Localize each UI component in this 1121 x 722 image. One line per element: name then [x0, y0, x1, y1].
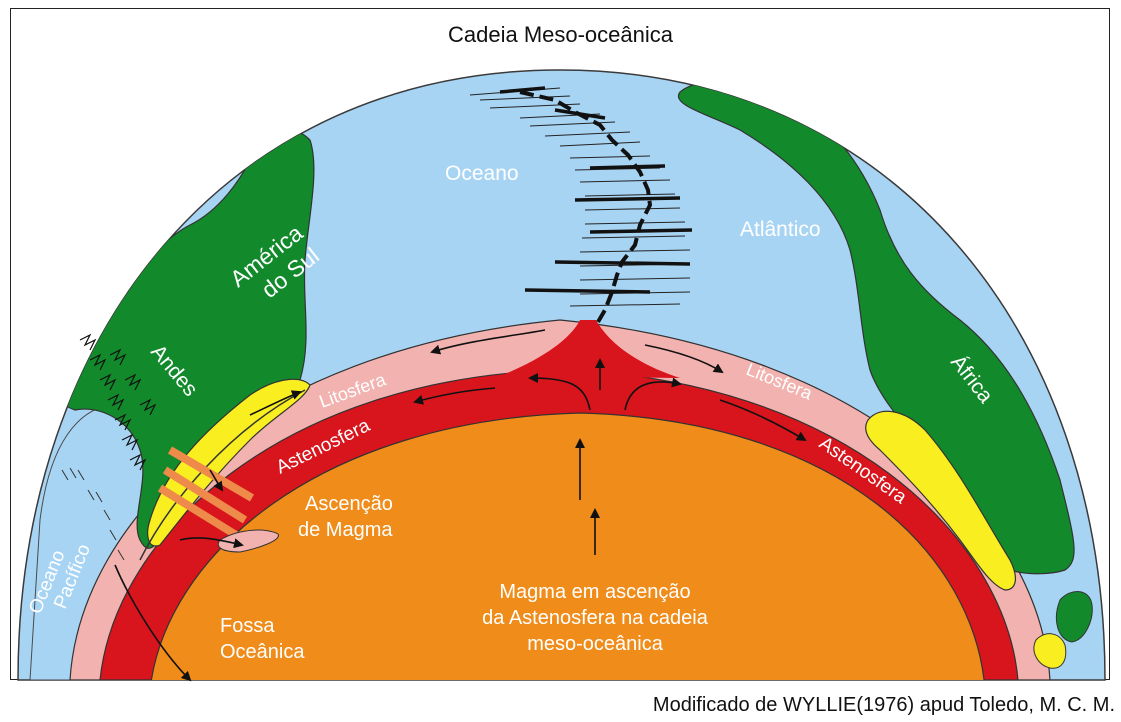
label-magma-line3: meso-oceânica — [527, 633, 664, 655]
label-atlantico: Atlântico — [740, 218, 821, 241]
label-magma-line1: Magma em ascenção — [499, 581, 690, 603]
label-ascencao-line1: Ascenção — [305, 493, 393, 515]
label-ascencao-line2: de Magma — [298, 519, 393, 541]
label-oceano: Oceano — [445, 162, 519, 185]
label-fossa-line1: Fossa — [220, 615, 275, 637]
source-credit: Modificado de WYLLIE(1976) apud Toledo, … — [653, 694, 1115, 717]
label-fossa-line2: Oceânica — [220, 641, 305, 663]
label-magma-line2: da Astenosfera na cadeia — [482, 607, 709, 629]
